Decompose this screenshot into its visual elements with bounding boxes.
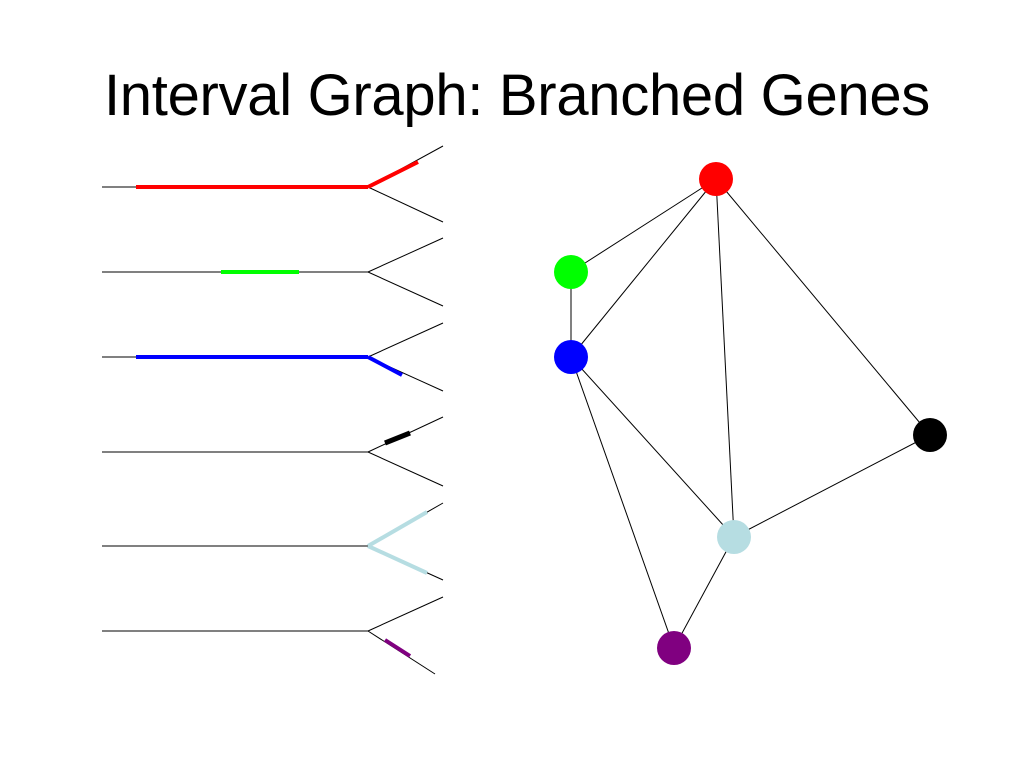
edge-red-blue <box>570 178 717 358</box>
edge-blue-purple <box>570 356 675 649</box>
branched-gene-blue <box>102 322 444 392</box>
branched-gene-red <box>102 145 444 223</box>
graph-nodes <box>554 162 947 665</box>
node-red <box>699 162 733 196</box>
gene-branch-upper <box>367 237 444 273</box>
interval-red-branch <box>367 160 419 189</box>
edge-blue-lightblue <box>570 356 735 538</box>
gene-branch-upper <box>367 596 444 632</box>
slide-title: Interval Graph: Branched Genes <box>103 63 931 128</box>
branched-gene-green <box>102 237 444 307</box>
graph-edges <box>570 178 931 649</box>
interval-lightblue-upper <box>367 510 428 548</box>
branched-gene-purple <box>102 596 444 675</box>
gene-branch-lower <box>367 271 444 307</box>
interval-black <box>384 430 411 446</box>
node-purple <box>657 631 691 665</box>
interval-purple <box>383 638 412 658</box>
gene-branch-upper <box>367 322 444 358</box>
branched-gene-black <box>102 416 444 487</box>
edge-lightblue-purple <box>673 536 735 649</box>
interval-blue-branch <box>367 355 403 377</box>
node-black <box>913 418 947 452</box>
node-lightblue <box>717 520 751 554</box>
edge-red-black <box>715 178 931 436</box>
node-green <box>554 255 588 289</box>
node-blue <box>554 340 588 374</box>
branched-gene-lightblue <box>102 502 444 581</box>
interval-lightblue-lower <box>367 544 428 575</box>
edge-red-green <box>570 178 717 273</box>
edge-lightblue-black <box>733 434 931 538</box>
gene-branch-lower <box>367 186 444 223</box>
gene-branch-lower <box>367 451 444 487</box>
edge-red-lightblue <box>715 178 735 538</box>
